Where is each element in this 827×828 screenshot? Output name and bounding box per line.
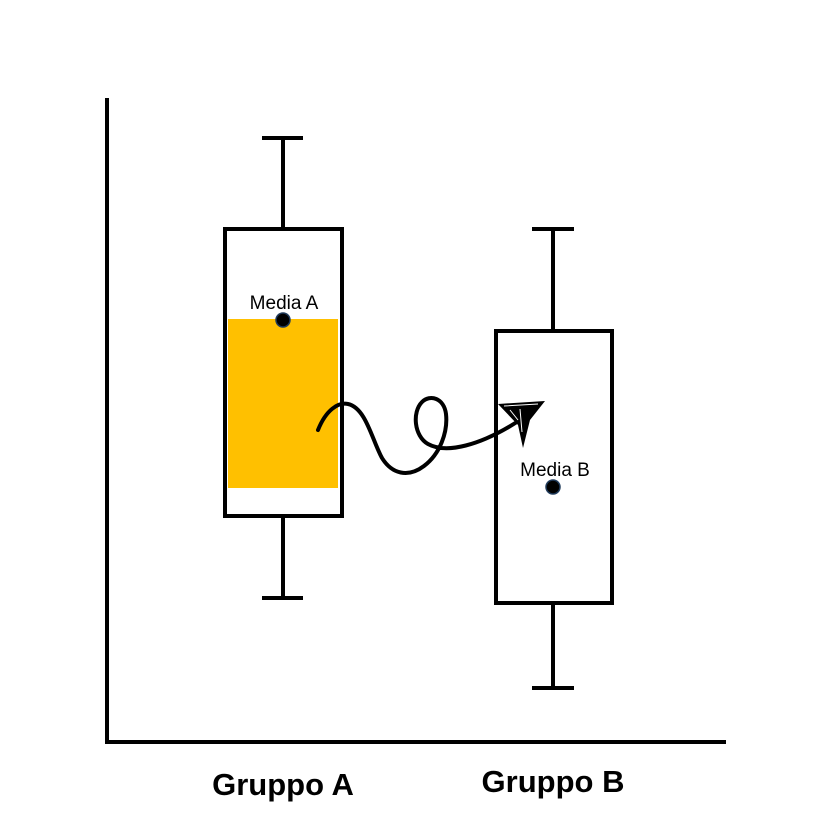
- group-label-b: Gruppo B: [482, 764, 625, 799]
- group-label-a: Gruppo A: [212, 767, 354, 802]
- mean-dot-b: [545, 479, 561, 495]
- box-b: [494, 329, 614, 605]
- boxplot-group-a: Media A: [223, 136, 344, 600]
- boxplot-group-b: Media B: [494, 227, 614, 690]
- mean-dot-a: [275, 312, 291, 328]
- curly-arrow-icon: [316, 396, 545, 475]
- mean-label-a: Media A: [250, 293, 319, 314]
- mean-label-b: Media B: [520, 460, 590, 481]
- highlight-region-a: [228, 319, 338, 488]
